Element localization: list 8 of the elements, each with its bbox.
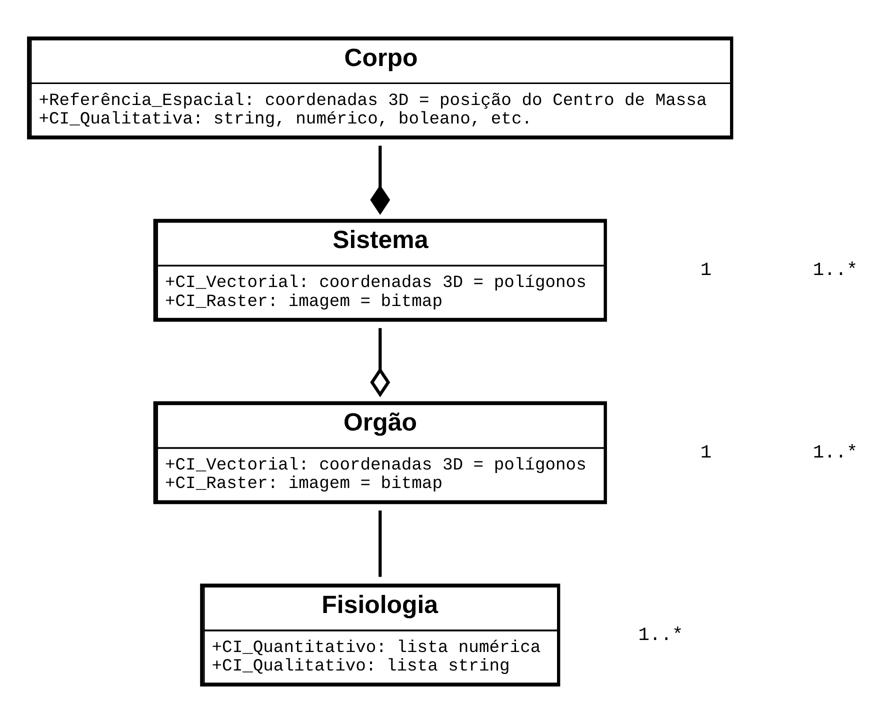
connector [378,510,382,576]
connector [370,328,390,397]
label: 1 [700,258,712,281]
label: 1 [700,441,712,464]
label: 1..* [638,623,684,646]
label: 1..* [812,258,858,281]
connector [370,145,390,214]
label: 1..* [812,441,858,464]
